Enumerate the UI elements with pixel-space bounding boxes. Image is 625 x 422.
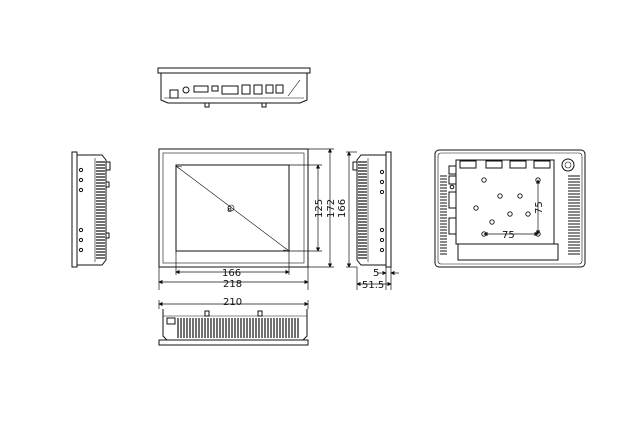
top-view-foot: [204, 102, 210, 108]
dim-bottom-width-label: 210: [223, 297, 242, 308]
top-view-housing: [160, 73, 308, 104]
left-view-cooling-fins: [96, 161, 105, 259]
right-view-cooling-fins: [358, 161, 367, 259]
bottom-view-foot: [204, 310, 210, 317]
dim-screen-width-label: 166: [222, 268, 241, 279]
rear-view-inner-frame: [437, 152, 583, 265]
mount-hole-icon: [481, 177, 487, 183]
rear-view-bottom-plate: [457, 243, 559, 261]
top-view-stand-line: [287, 79, 301, 97]
screw-hole-icon: [379, 189, 385, 195]
rear-view-fins-right: [568, 175, 580, 255]
diagonal-arrow-icon: [175, 165, 183, 170]
bottom-view: 210: [158, 297, 309, 346]
dim-total-depth-label: 51.5: [362, 280, 384, 291]
screw-hole-icon: [78, 177, 84, 183]
com-port-icon: [485, 160, 503, 169]
display-diagonal: [175, 165, 290, 252]
mount-hole-icon: [497, 193, 503, 199]
dim-vesa-vertical-label: 75: [534, 201, 545, 214]
mount-hole-icon: [507, 211, 513, 217]
top-view-foot-left: [169, 89, 179, 99]
dim-outer-width-label: 218: [223, 279, 242, 290]
dim-bezel-depth-label: 5: [373, 268, 379, 279]
screw-hole-icon: [78, 237, 84, 243]
usb-port-icon: [265, 84, 274, 94]
dim-side-height-label: 166: [337, 199, 348, 218]
com-port-icon: [459, 160, 477, 169]
right-view-knob: [352, 161, 358, 171]
dc-jack-icon: [182, 86, 190, 94]
bottom-view-knob: [166, 317, 176, 325]
screw-hole-icon: [78, 167, 84, 173]
dim-screen-height-label: 125: [314, 199, 325, 218]
top-view-port-row: [182, 79, 301, 97]
mount-hole-icon: [473, 205, 479, 211]
lan-port-icon: [253, 84, 263, 95]
left-side-view: [71, 151, 111, 268]
right-side-view: 166 5 51.5: [337, 151, 399, 291]
usb-port-icon: [275, 84, 284, 94]
com-port-icon: [448, 217, 457, 235]
front-view: 8 166 218 125 172: [158, 148, 337, 290]
dim-vesa-horizontal-label: 75: [502, 230, 515, 241]
bottom-view-cooling-fins: [177, 318, 299, 338]
screw-hole-icon: [379, 179, 385, 185]
diagonal-label: 8: [227, 205, 232, 214]
com-port-icon: [533, 160, 551, 169]
rear-view-port-column: [448, 165, 457, 235]
lan-port-icon: [241, 84, 251, 95]
power-button-inner: [564, 161, 572, 169]
front-view-inner-frame: [162, 152, 305, 264]
vga-port-icon: [448, 191, 457, 209]
vga-port-icon: [221, 85, 239, 95]
left-view-knob: [105, 161, 111, 171]
top-view-foot: [261, 102, 267, 108]
left-view-tab: [105, 181, 110, 188]
diagonal-center-mark: [227, 204, 235, 212]
com-port-icon: [193, 85, 209, 93]
usb-port-icon: [211, 85, 219, 92]
mount-hole-icon: [525, 211, 531, 217]
left-view-tab: [105, 232, 110, 239]
bottom-view-foot: [257, 310, 263, 317]
right-view-housing: [356, 154, 386, 266]
screw-hole-icon: [379, 247, 385, 253]
screw-hole-icon: [78, 187, 84, 193]
rear-view-fins-left: [440, 175, 447, 255]
dim-outer-height-label: 172: [326, 199, 337, 218]
com-port-icon: [509, 160, 527, 169]
front-view-outer-frame: [158, 148, 309, 268]
mount-hole-icon: [517, 193, 523, 199]
right-view-bezel: [385, 151, 392, 268]
screw-hole-icon: [379, 237, 385, 243]
screw-hole-icon: [78, 247, 84, 253]
mount-hole-icon: [489, 219, 495, 225]
screw-hole-icon: [78, 227, 84, 233]
top-view: [157, 67, 311, 108]
top-view-bezel: [157, 67, 311, 74]
left-view-bezel: [71, 151, 78, 268]
rear-view-mount-holes: [473, 177, 541, 237]
rear-view-port-row: [459, 160, 551, 169]
audio-jack-icon: [449, 184, 455, 190]
power-button-icon: [561, 158, 575, 172]
screw-hole-icon: [379, 227, 385, 233]
rear-view-outer-frame: [434, 149, 586, 268]
left-view-housing: [77, 154, 107, 266]
usb-port-icon: [448, 165, 457, 175]
bottom-view-bezel: [158, 339, 309, 346]
screw-hole-icon: [379, 169, 385, 175]
rear-view: 75 75: [434, 149, 586, 268]
usb-port-icon: [448, 175, 457, 185]
